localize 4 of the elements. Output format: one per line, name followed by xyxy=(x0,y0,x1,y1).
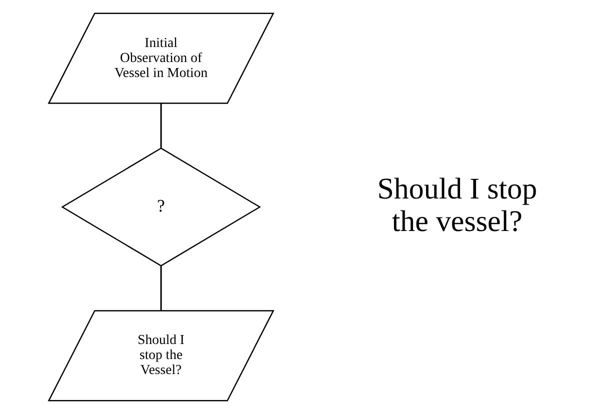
label: Should I stop the vessel? xyxy=(376,172,537,238)
connector xyxy=(160,266,162,311)
node-diamond: ? xyxy=(60,148,260,266)
connector xyxy=(160,103,162,148)
